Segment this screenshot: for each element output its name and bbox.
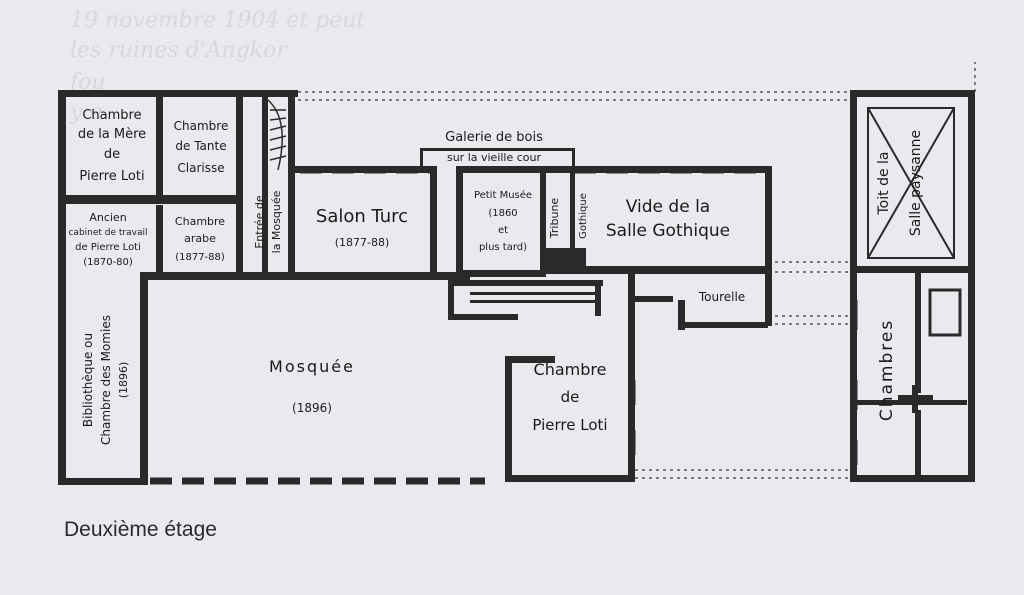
chambre-arabe-label: arabe [184, 232, 216, 245]
salle-gothique-label: Salle Gothique [606, 221, 730, 241]
entree-mosquee-label: la Mosquée [270, 190, 283, 253]
chambre-mere-label: Chambre [82, 108, 141, 123]
ancien-cabinet-label: cabinet de travail [68, 228, 147, 238]
chambre-loti-label: Pierre Loti [532, 416, 607, 434]
mosquee-date: (1896) [292, 401, 332, 415]
mosquee-label: Mosquée [269, 357, 355, 376]
ancien-cabinet-label: (1870-80) [83, 257, 133, 268]
bleed-through-text: 19 novembre 1904 et peut [70, 8, 366, 33]
windows [150, 166, 765, 485]
spiral-stair [267, 99, 287, 171]
chambre-arabe-label: (1877-88) [175, 252, 225, 263]
chambres-cross [898, 385, 933, 413]
petit-musee-label: plus tard) [479, 242, 527, 253]
ancien-cabinet-label: de Pierre Loti [75, 242, 141, 253]
petit-musee-label: et [498, 225, 508, 236]
galerie-label: Galerie de bois [445, 130, 543, 145]
galerie-label: sur la vieille cour [447, 151, 542, 164]
window-ticks [58, 115, 858, 465]
chambre-mere-label: de [104, 147, 120, 162]
bibliotheque-label: Bibliothèque ou [81, 333, 95, 427]
chambre-mere-label: de la Mère [78, 127, 146, 142]
bleed-through-text: y e [70, 100, 103, 125]
petit-musee-label: (1860 [488, 208, 517, 219]
chambres-label: Chambres [877, 319, 897, 421]
tribune-label: Tribune [548, 198, 561, 240]
entree-mosquee-label: Entrée de [253, 195, 266, 249]
room-labels: Chambre de la Mère de Pierre Loti Chambr… [68, 108, 924, 445]
floor-plan-drawing: Chambre de la Mère de Pierre Loti Chambr… [58, 62, 976, 485]
gothique-label: Gothique [578, 193, 589, 239]
floor-plan: 19 novembre 1904 et peut les ruines d'An… [58, 8, 976, 485]
petit-musee-label: Petit Musée [474, 189, 532, 201]
bibliotheque-label: (1896) [117, 362, 130, 399]
tourelle-label: Tourelle [698, 290, 745, 304]
floor-caption: Deuxième étage [64, 518, 217, 541]
chambre-loti-label: de [561, 388, 580, 406]
chambre-tante-label: Chambre [174, 119, 229, 133]
dotted-outlines [298, 62, 976, 479]
chambre-tante-label: de Tante [175, 139, 226, 153]
bibliotheque-label: Chambre des Momies [99, 315, 113, 445]
ancien-cabinet-label: Ancien [89, 211, 126, 224]
chambre-arabe-label: Chambre [175, 215, 225, 228]
roof-cross [867, 107, 955, 259]
toit-label: Toit de la [876, 152, 892, 216]
chambre-loti-label: Chambre [534, 360, 607, 379]
salon-turc-label: Salon Turc [316, 206, 408, 227]
chambre-tante-label: Clarisse [177, 161, 224, 175]
chambre-mere-label: Pierre Loti [79, 169, 144, 184]
salle-gothique-label: Vide de la [626, 197, 710, 217]
bleed-through-text: les ruines d'Angkor [70, 38, 287, 63]
salon-turc-date: (1877-88) [335, 236, 390, 249]
toit-label: Salle paysanne [908, 130, 924, 236]
